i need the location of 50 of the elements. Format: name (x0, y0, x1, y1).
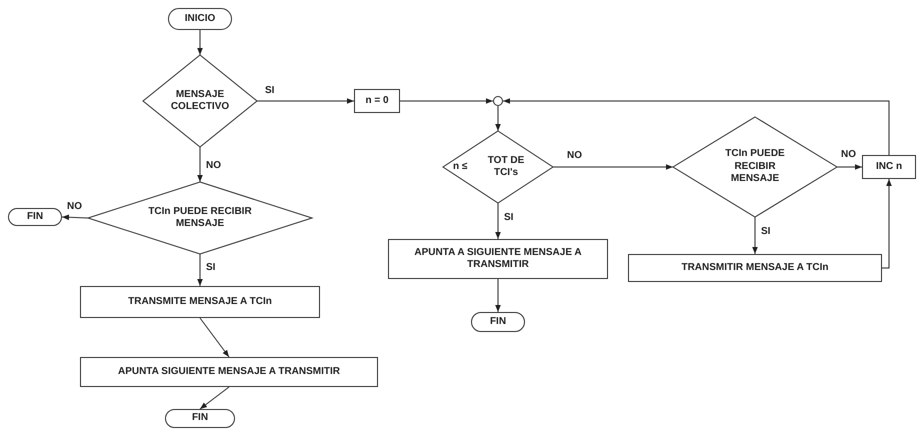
node-text: APUNTA SIGUIENTE MENSAJE A TRANSMITIR (118, 366, 340, 378)
process-box (354, 89, 400, 113)
arrow (752, 216, 758, 254)
edge-label: NO (66, 201, 83, 212)
node-text: INICIO (184, 12, 216, 26)
node-text: FIN (26, 210, 44, 224)
node-text: n = 0 (365, 94, 389, 108)
arrow (197, 254, 203, 286)
edge-label: NO (205, 160, 222, 171)
arrow (495, 202, 501, 240)
process-box (388, 239, 608, 279)
decision-diamond (443, 131, 553, 203)
arrow (502, 98, 890, 156)
node-text: TRANSMITE MENSAJE A TCIn (128, 296, 272, 308)
arrow (197, 30, 203, 56)
edge-label: NO (840, 149, 857, 160)
node-text: TCIn PUEDE RECIBIR MENSAJE (724, 148, 786, 186)
process-box (862, 155, 916, 179)
process-box (80, 357, 378, 387)
arrow (882, 178, 892, 268)
decision-diamond (673, 117, 837, 217)
node-text: TCIn PUEDE RECIBIR MENSAJE (147, 206, 253, 230)
node-text: INC n (876, 160, 902, 174)
node-text: APUNTA A SIGUIENTE MENSAJE A TRANSMITIR (413, 246, 583, 272)
arrow (200, 386, 230, 410)
edge-label: SI (760, 226, 772, 237)
edge-label: SI (264, 85, 276, 96)
arrow (495, 106, 501, 132)
arrow (400, 98, 494, 104)
arrow (836, 164, 862, 170)
arrow (256, 98, 354, 104)
arrow (495, 278, 501, 312)
connector-circle (493, 96, 503, 106)
node-text: TRANSMITIR MENSAJE A TCIn (681, 262, 829, 274)
edge-label: SI (503, 212, 514, 223)
arrow (197, 146, 203, 182)
node-text: n ≤ (453, 161, 468, 174)
node-text: FIN (490, 316, 506, 328)
arrow (552, 164, 674, 170)
node-text: MENSAJE COLECTIVO (170, 88, 230, 114)
decision-diamond (88, 182, 312, 254)
decision-diamond (143, 55, 257, 147)
process-box (80, 286, 320, 318)
edge-label: SI (205, 262, 216, 273)
arrow (200, 318, 230, 358)
node-text: TOT DE TCI's (486, 154, 526, 180)
edge-label: NO (566, 150, 583, 161)
node-text: FIN (192, 412, 208, 425)
process-box (628, 254, 882, 282)
arrow (62, 214, 88, 220)
